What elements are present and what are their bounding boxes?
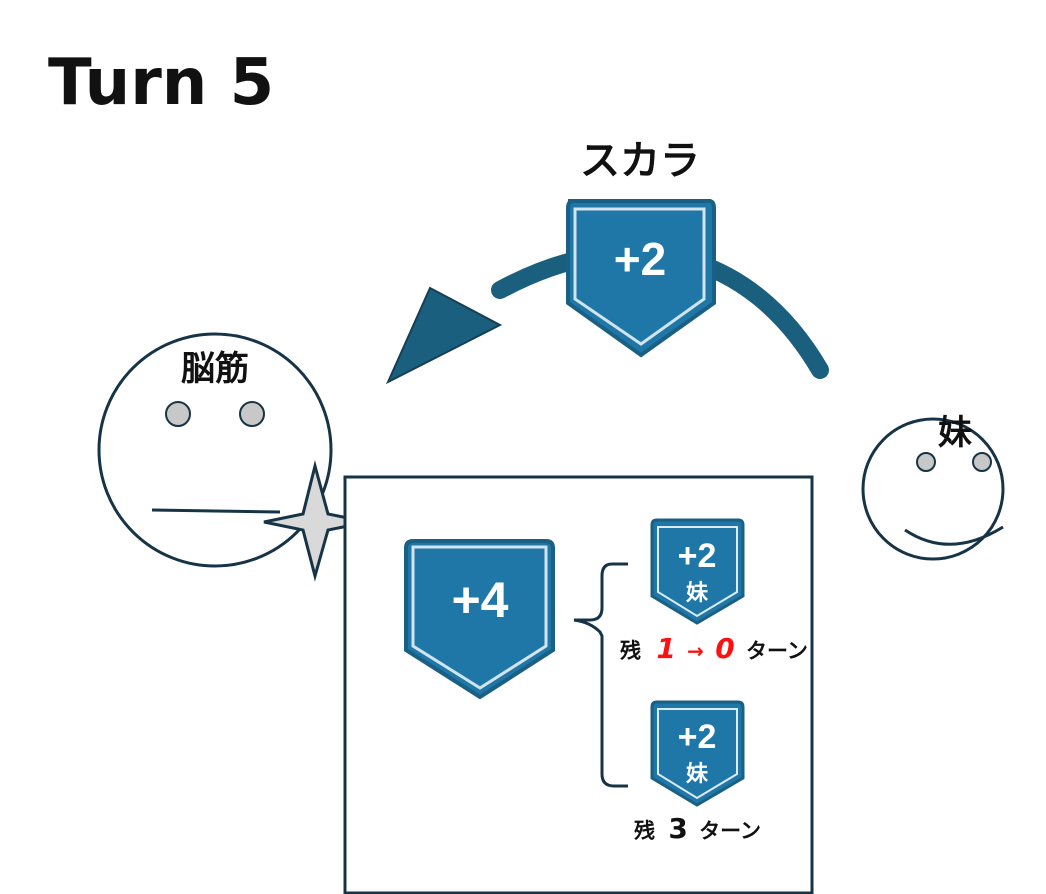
character-left-name: 脳筋 [181, 349, 249, 389]
skill-name: スカラ [580, 138, 700, 184]
buff-1-remaining-prefix: 残 [620, 639, 641, 663]
buff-1-remaining-arrow: → [687, 639, 704, 663]
buff-1-remaining-suffix: ターン [746, 639, 808, 663]
buff-2-remaining: 残 3 ターン [634, 812, 761, 845]
total-shield-icon: +4 [404, 539, 555, 700]
turn-title: Turn 5 [48, 46, 274, 120]
buff-1-remaining-from: 1 [656, 632, 675, 665]
buff-1-source: 妹 [686, 581, 709, 606]
buff-2-remaining-value: 3 [668, 812, 687, 845]
bracket-icon [573, 562, 628, 788]
buff-2-remaining-prefix: 残 [634, 819, 655, 843]
buff-1-remaining: 残 1 → 0 ターン [620, 632, 808, 665]
buff-shield-1: +2 妹 [650, 518, 745, 625]
buff-1-remaining-to: 0 [715, 632, 734, 665]
buff-2-value: +2 [678, 718, 717, 756]
skill-shield-icon: +2 [566, 199, 716, 358]
character-right-name: 妹 [938, 413, 972, 453]
buff-2-source: 妹 [686, 762, 709, 787]
buff-shield-2: +2 妹 [650, 700, 745, 807]
sparkle-icon [263, 460, 369, 582]
character-left: 脳筋 [97, 332, 333, 568]
buff-1-value: +2 [678, 537, 717, 575]
buff-2-remaining-suffix: ターン [699, 819, 761, 843]
character-right: 妹 [861, 413, 1005, 561]
skill-shield-value: +2 [614, 233, 666, 285]
total-shield-value: +4 [451, 572, 508, 628]
